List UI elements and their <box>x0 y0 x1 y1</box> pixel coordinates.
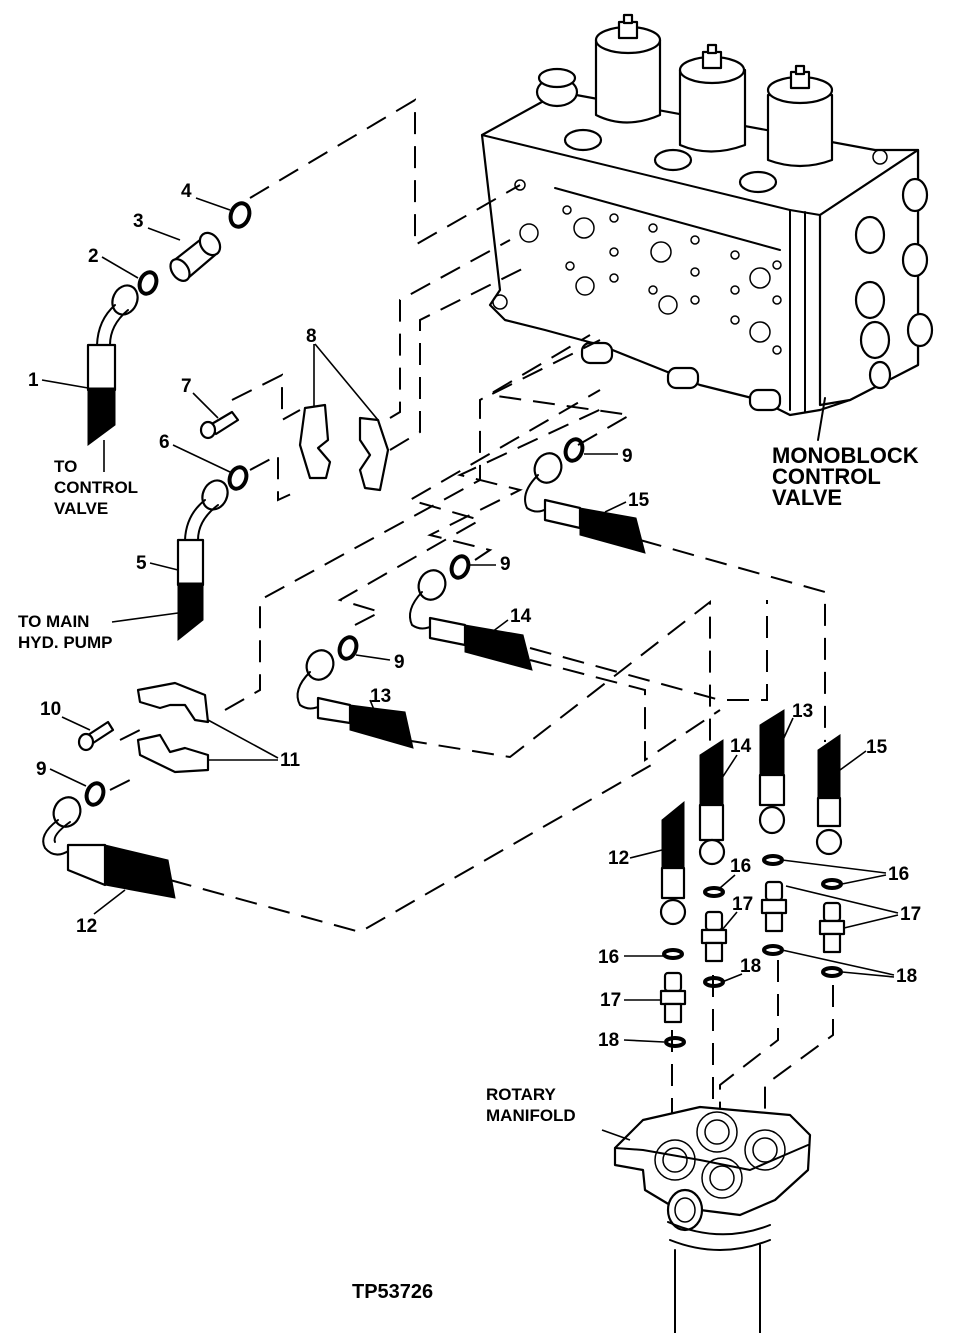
callout-9: 9 <box>394 652 405 673</box>
cap-screw-10 <box>77 720 115 752</box>
hose-14 <box>409 569 533 671</box>
callout-12: 12 <box>76 916 97 937</box>
callout-11: 11 <box>280 750 301 771</box>
callout-18: 18 <box>896 966 917 987</box>
monoblock-control-valve <box>480 13 934 441</box>
o-ring-18 <box>821 966 843 978</box>
o-ring-18 <box>664 1036 686 1048</box>
control-valve-label: MONOBLOCK CONTROL VALVE <box>772 443 919 510</box>
valve-plug <box>535 67 579 108</box>
o-ring-16 <box>703 886 725 898</box>
callout-17: 17 <box>900 904 921 925</box>
o-ring-9 <box>563 437 585 463</box>
callout-12: 12 <box>608 848 629 869</box>
to-control-valve-label: TO CONTROL VALVE <box>54 440 138 518</box>
label-monoblock: MONOBLOCK <box>772 443 919 468</box>
hose-1 <box>86 284 139 446</box>
callout-6: 6 <box>159 432 170 453</box>
callout-18: 18 <box>598 1030 619 1051</box>
callout-3: 3 <box>133 211 144 232</box>
callout-9: 9 <box>36 759 47 780</box>
callout-15: 15 <box>866 737 888 758</box>
callout-13: 13 <box>792 701 813 722</box>
o-ring-4 <box>228 201 252 229</box>
hose-12-end <box>659 800 687 926</box>
callout-9: 9 <box>500 554 511 575</box>
callout-16: 16 <box>888 864 909 885</box>
fitting-17 <box>659 971 687 1024</box>
o-ring-16 <box>762 854 784 866</box>
hose-15-end <box>815 734 843 856</box>
callout-18: 18 <box>740 956 761 977</box>
callout-7: 7 <box>181 376 192 397</box>
o-ring-9 <box>84 781 106 807</box>
callout-13: 13 <box>370 686 391 707</box>
callout-9: 9 <box>622 446 633 467</box>
hose-13-end <box>758 709 786 835</box>
fitting-17 <box>760 880 788 933</box>
callout-5: 5 <box>136 553 147 574</box>
routing-lines <box>109 98 834 1150</box>
o-ring-2 <box>137 270 159 296</box>
solenoid <box>594 13 662 124</box>
cap-screw-7 <box>199 410 240 440</box>
fitting-17 <box>818 901 846 954</box>
o-ring-16 <box>662 948 684 960</box>
solenoid <box>766 64 834 168</box>
callout-16: 16 <box>730 856 751 877</box>
label-to-main: TO MAIN <box>18 612 89 631</box>
label-manifold: MANIFOLD <box>486 1106 576 1125</box>
callouts: 1 2 3 4 5 6 7 8 9 9 9 9 10 11 12 12 13 1… <box>28 181 921 1051</box>
callout-17: 17 <box>732 894 753 915</box>
label-control: CONTROL <box>54 478 138 497</box>
label-control: CONTROL <box>772 464 881 489</box>
o-ring-18 <box>762 944 784 956</box>
callout-1: 1 <box>28 370 39 391</box>
callout-14: 14 <box>730 736 752 757</box>
rotary-manifold-label: ROTARY MANIFOLD <box>486 1085 631 1141</box>
hose-13 <box>296 649 414 749</box>
hose-12 <box>42 796 176 899</box>
solenoid <box>678 43 747 153</box>
label-hyd-pump: HYD. PUMP <box>18 633 112 652</box>
fitting-3 <box>169 231 222 282</box>
callout-10: 10 <box>40 699 61 720</box>
callout-4: 4 <box>181 181 192 202</box>
label-valve: VALVE <box>54 499 108 518</box>
fitting-17 <box>700 910 728 963</box>
figure-id: TP53726 <box>352 1281 433 1303</box>
label-to: TO <box>54 457 77 476</box>
split-flange-11 <box>136 681 210 774</box>
hose-15 <box>524 452 646 554</box>
callout-15: 15 <box>628 490 650 511</box>
callout-14: 14 <box>510 606 532 627</box>
o-ring-6 <box>227 465 249 491</box>
hose-14-end <box>698 739 726 866</box>
callout-17: 17 <box>600 990 621 1011</box>
rotary-manifold <box>613 1105 812 1333</box>
label-valve: VALVE <box>772 485 842 510</box>
valve-ports <box>492 179 782 355</box>
callout-2: 2 <box>88 246 99 267</box>
to-main-pump-label: TO MAIN HYD. PUMP <box>18 612 179 652</box>
callout-16: 16 <box>598 947 619 968</box>
label-rotary: ROTARY <box>486 1085 557 1104</box>
hose-5 <box>176 479 229 642</box>
o-ring-9 <box>337 635 359 661</box>
o-ring-9 <box>449 554 471 580</box>
o-ring-16 <box>821 878 843 890</box>
callout-8: 8 <box>306 326 317 347</box>
split-flange-8 <box>298 403 390 492</box>
